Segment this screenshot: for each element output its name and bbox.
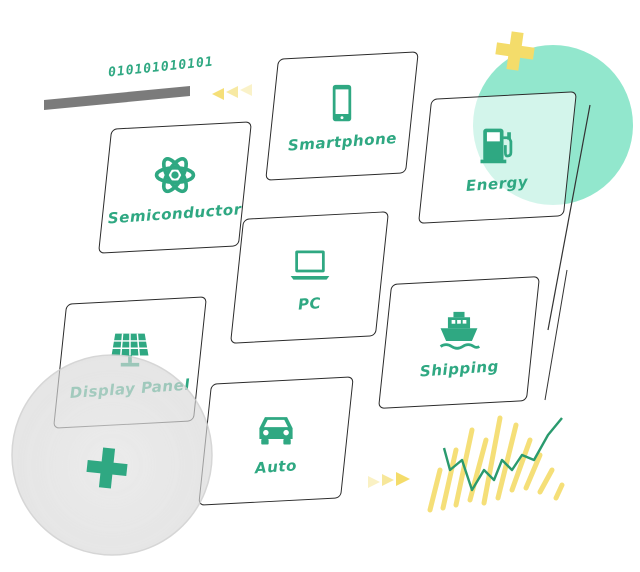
- gray-bar: [44, 86, 190, 110]
- tile-smartphone: Smartphone: [265, 51, 419, 181]
- plus-icon-yellow: [495, 31, 535, 71]
- ship-icon: [439, 311, 481, 350]
- tile-energy: Energy: [418, 91, 577, 224]
- laptop-icon: [290, 249, 329, 280]
- tile-label: Auto: [254, 456, 298, 478]
- tile-label: Semiconductor: [107, 199, 243, 227]
- tile-semiconductor: Semiconductor: [98, 121, 252, 254]
- tile-label: Shipping: [418, 356, 500, 381]
- diagonal-line: [547, 104, 591, 331]
- tile-label: Smartphone: [286, 129, 398, 155]
- tile-label: Display Panel: [69, 375, 191, 402]
- fuel-pump-icon: [479, 128, 512, 163]
- tile-label: PC: [297, 293, 322, 314]
- tile-label: Energy: [465, 172, 530, 195]
- tile-display-panel: Display Panel: [53, 296, 207, 429]
- chevrons-right-icon: [368, 472, 410, 488]
- diagonal-line: [544, 269, 568, 401]
- chevrons-left-icon: [212, 84, 252, 100]
- smartphone-icon: [332, 84, 352, 122]
- solar-panel-icon: [111, 333, 149, 366]
- tile-auto: Auto: [198, 376, 354, 506]
- car-icon: [259, 417, 293, 445]
- tile-shipping: Shipping: [378, 276, 540, 409]
- yellow-bars-decor: [427, 415, 565, 513]
- tile-pc: PC: [230, 211, 389, 344]
- trend-line: [442, 417, 563, 492]
- atom-icon: [154, 156, 196, 193]
